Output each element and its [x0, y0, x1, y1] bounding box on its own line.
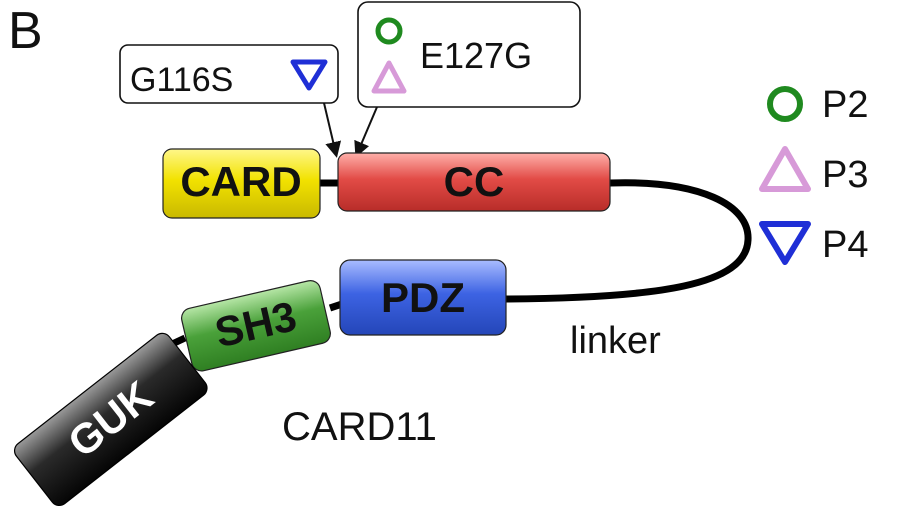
e127g-triangle-up-icon: [371, 60, 407, 94]
guk-domain: GUK: [13, 332, 208, 507]
sh3-domain: SH3: [180, 280, 331, 372]
g116s-callout-box: [119, 44, 339, 104]
g116s-triangle-down-icon: [290, 59, 328, 91]
legend-p2-circle-icon: [767, 86, 803, 122]
legend-p3-triangle-up-icon: [759, 146, 811, 192]
legend-p2-label: P2: [822, 84, 868, 126]
backbone-cc-to-pdz: [501, 179, 752, 303]
protein-name-label: CARD11: [282, 405, 437, 449]
pdz-domain-label: PDZ: [381, 274, 465, 321]
panel-letter: B: [8, 2, 43, 60]
card-domain-label: CARD: [180, 158, 301, 205]
legend: P2 P3 P4: [759, 84, 868, 266]
cc-domain-label: CC: [444, 158, 505, 205]
g116s-arrow: [323, 102, 342, 158]
legend-p4-label: P4: [822, 224, 868, 266]
card-domain: CARD: [162, 148, 321, 219]
e127g-callout-box: [357, 1, 581, 108]
pdz-domain: PDZ: [339, 259, 507, 336]
e127g-label: E127G: [420, 35, 532, 76]
legend-p4-triangle-down-icon: [759, 221, 811, 265]
g116s-label: G116S: [130, 61, 233, 99]
e127g-arrow: [354, 106, 378, 158]
linker-label: linker: [570, 320, 661, 362]
cc-domain: CC: [337, 152, 611, 212]
legend-p3-label: P3: [822, 154, 868, 196]
e127g-circle-icon: [375, 17, 403, 45]
